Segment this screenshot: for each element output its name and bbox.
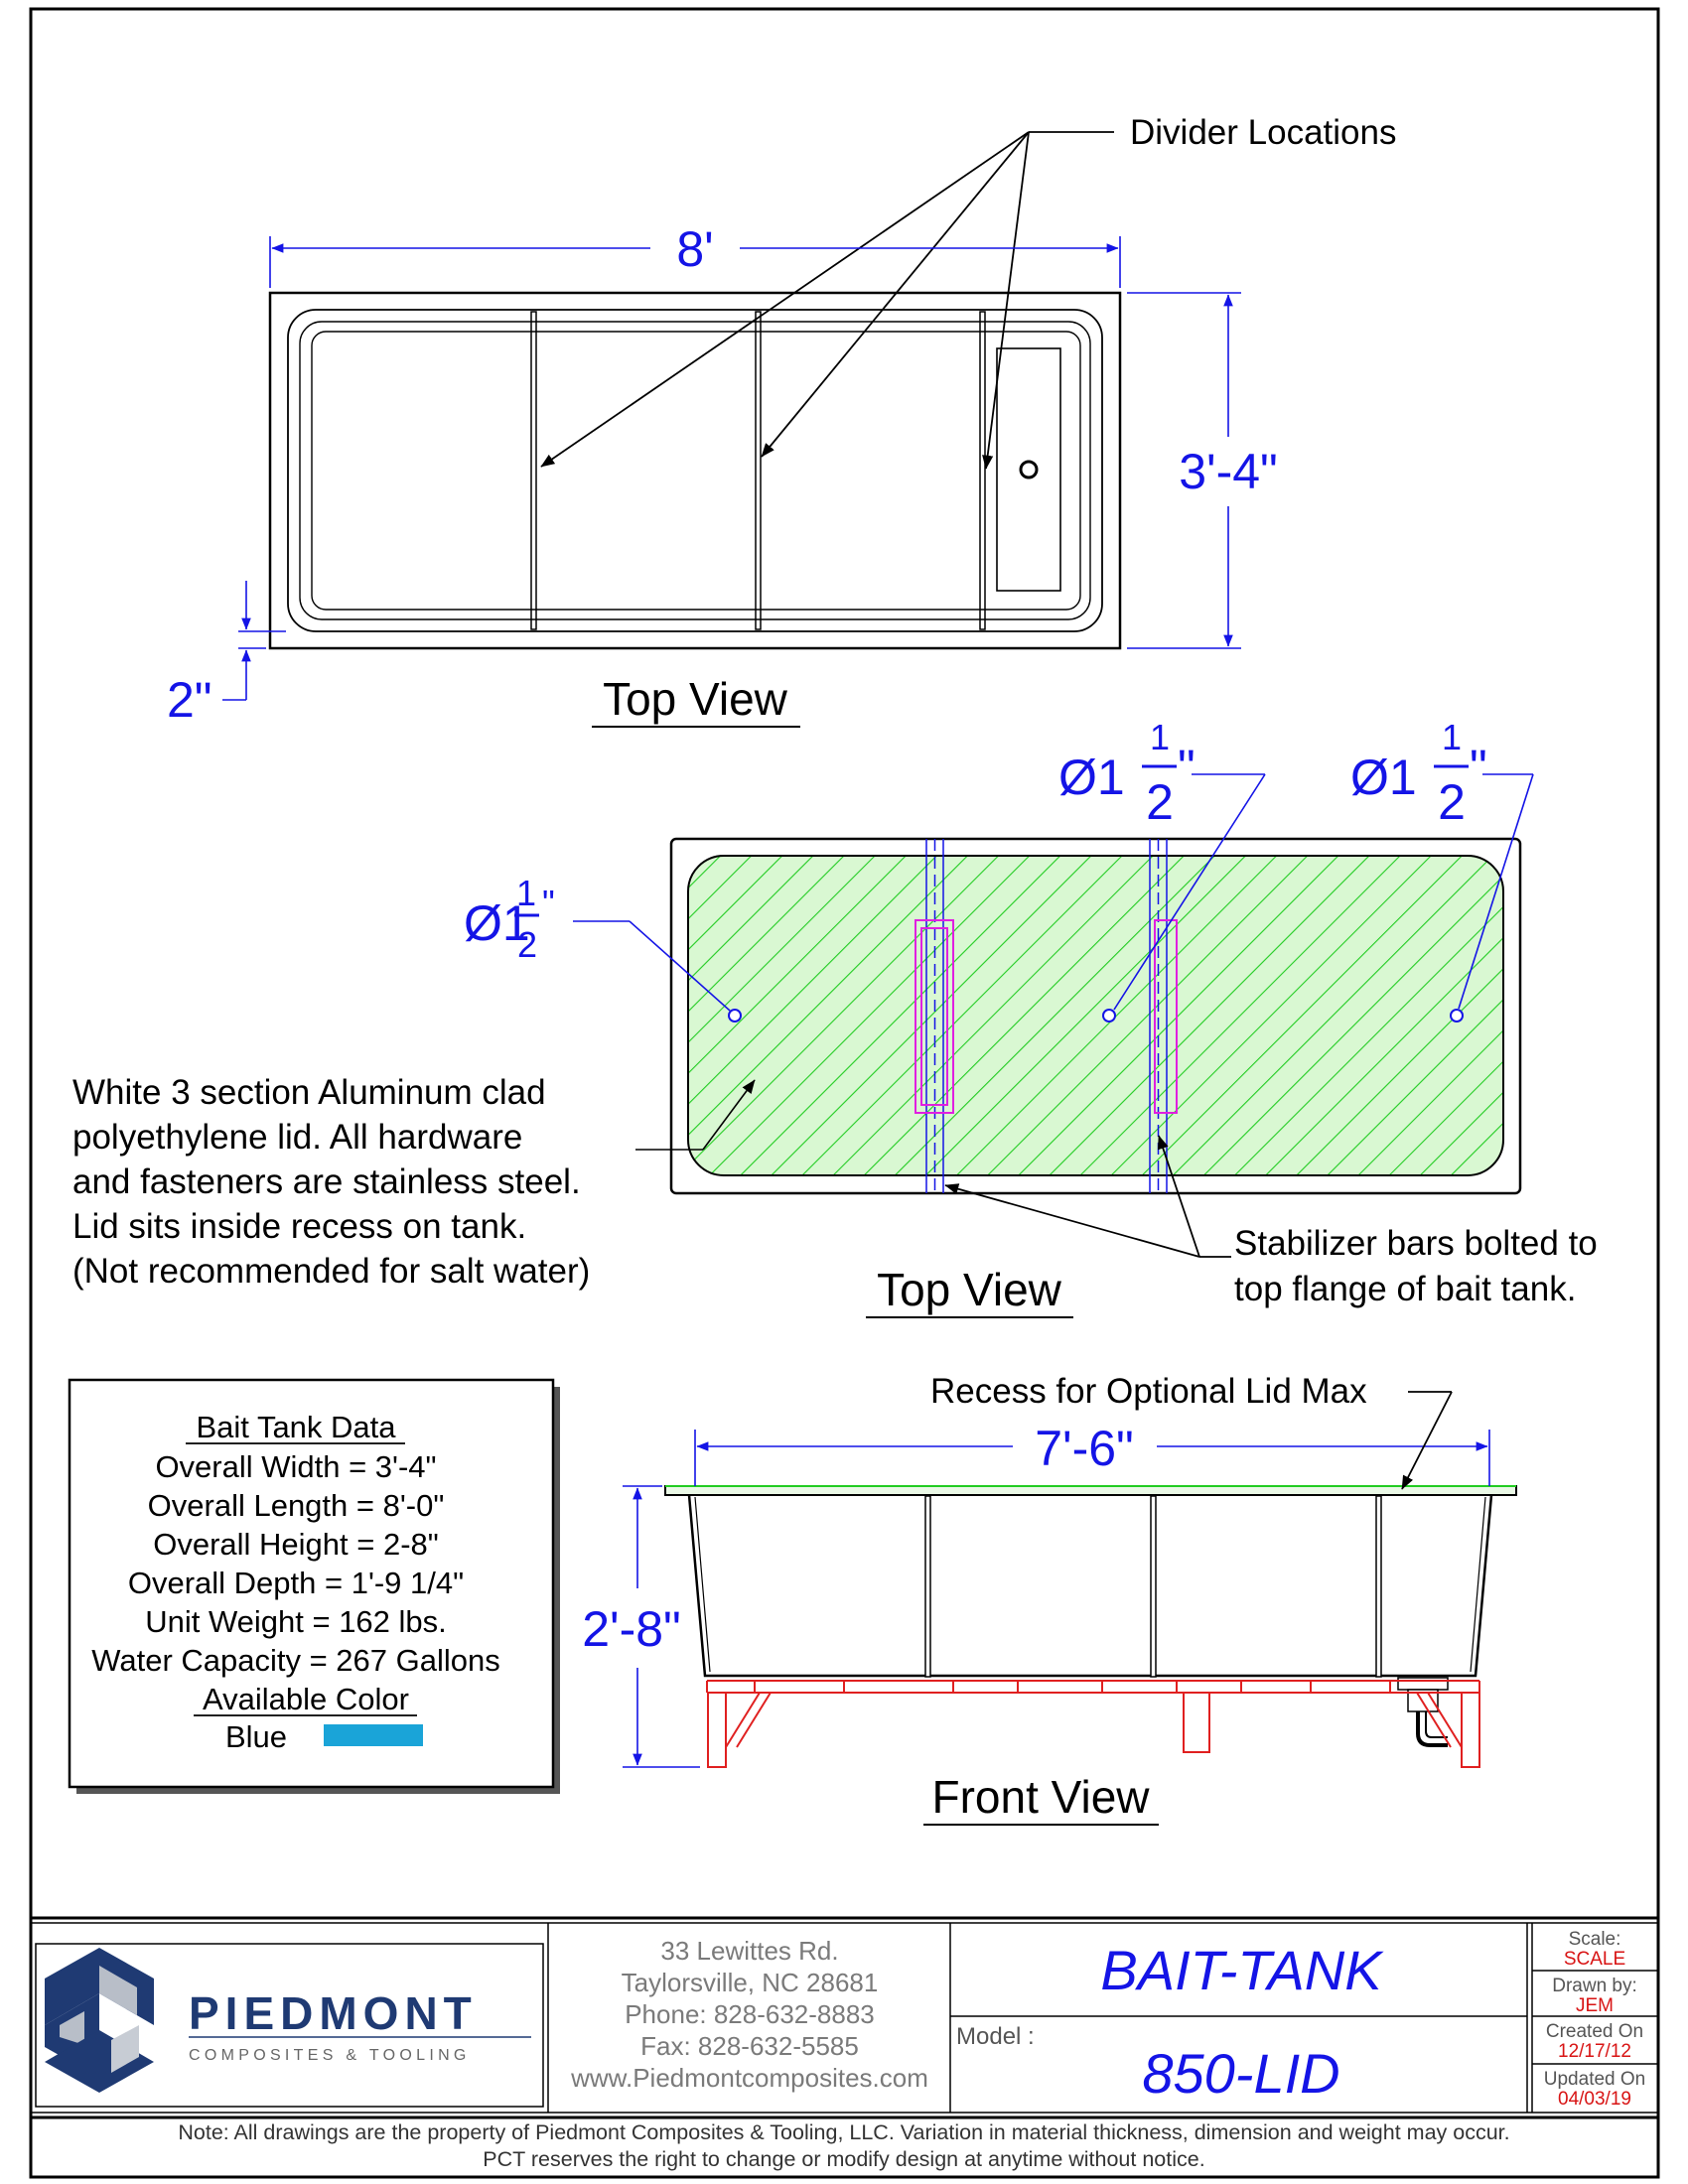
hole-dim-left: Ø1 1 2 " [464,873,555,965]
company-address: 33 Lewittes Rd. Taylorsville, NC 28681 P… [570,1936,928,2093]
svg-text:Lid sits inside recess on tank: Lid sits inside recess on tank. [72,1207,526,1246]
pct-logo-icon [45,1948,154,2093]
svg-text:Created On: Created On [1546,2021,1643,2042]
svg-text:Blue: Blue [225,1719,287,1754]
hole-right [1450,1009,1464,1023]
stabilizer-label-2: top flange of bait tank. [1234,1270,1576,1308]
svg-text:Overall Height = 2-8": Overall Height = 2-8" [153,1527,439,1562]
top-view-label: Top View [603,673,788,725]
svg-text:(Not recommended for salt wate: (Not recommended for salt water) [72,1252,590,1291]
hole-leaders [573,773,1534,1012]
stabilizer-leaders [944,1135,1231,1258]
svg-text:Taylorsville, NC 28681: Taylorsville, NC 28681 [622,1968,879,1997]
divider-leaders [540,131,1114,470]
recess-dimension [694,1430,1490,1486]
lid-description: White 3 section Aluminum clad polyethyle… [72,1073,590,1291]
hole-center [1102,1009,1116,1023]
svg-text:polyethylene lid. All hardwar: polyethylene lid. All hardware [72,1118,522,1157]
hole-dim-center: Ø1 1 2 " [1058,717,1196,830]
color-swatch-blue [324,1724,423,1746]
svg-text:Available Color: Available Color [203,1682,409,1716]
svg-text:Drawn by:: Drawn by: [1552,1976,1637,1996]
company-subtitle: COMPOSITES & TOOLING [189,2047,471,2064]
flange-dimension [222,581,286,701]
svg-text:Overall Width = 3'-4": Overall Width = 3'-4" [155,1449,436,1484]
svg-text:Ø1: Ø1 [1350,750,1417,805]
recess-leader [1401,1391,1453,1490]
recess-label: Recess for Optional Lid Max [930,1372,1367,1411]
svg-text:1: 1 [516,873,536,913]
height-dimension [623,1485,700,1768]
svg-text:Overall Length = 8'-0": Overall Length = 8'-0" [148,1488,445,1523]
height-dimension-label: 2'-8" [582,1601,681,1657]
length-dimension [269,236,1121,288]
lid-top-view [669,837,1522,1195]
svg-text:": " [542,883,555,923]
svg-text:Water Capacity = 267 Gallons: Water Capacity = 267 Gallons [91,1643,500,1678]
svg-text:2: 2 [1146,774,1174,830]
drawing-info-cells: Scale: SCALE Drawn by: JEM Created On 12… [1544,1929,1645,2110]
svg-text:Ø1: Ø1 [464,895,530,951]
length-dimension-label: 8' [676,221,713,277]
lid-leader [635,1079,756,1151]
company-name: PIEDMONT [189,1987,478,2039]
svg-text:04/03/19: 04/03/19 [1558,2089,1631,2110]
svg-text:Unit Weight = 162 lbs.: Unit Weight = 162 lbs. [145,1604,447,1639]
svg-text:JEM: JEM [1576,1995,1614,2016]
model-number: 850-LID [1142,2042,1339,2105]
svg-text:Overall Depth = 1'-9 1/4": Overall Depth = 1'-9 1/4" [128,1566,464,1600]
hole-dim-right: Ø1 1 2 " [1350,717,1487,830]
svg-text:and fasteners are stainless st: and fasteners are stainless steel. [72,1162,581,1201]
svg-text:Phone: 828-632-8883: Phone: 828-632-8883 [625,1999,875,2029]
svg-text:": " [1178,740,1196,795]
svg-text:": " [1470,740,1487,795]
model-label: Model : [956,2023,1035,2050]
front-view-tank [664,1485,1517,1747]
footer-note-line-1: Note: All drawings are the property of P… [178,2120,1509,2144]
sheet-border [29,7,1660,2179]
lid-top-view-label: Top View [877,1264,1062,1315]
svg-text:2: 2 [1438,774,1466,830]
svg-text:2: 2 [517,924,537,965]
svg-text:1: 1 [1442,717,1462,757]
footer-note-line-2: PCT reserves the right to change or modi… [483,2147,1204,2171]
svg-text:1: 1 [1150,717,1170,757]
svg-text:33 Lewittes Rd.: 33 Lewittes Rd. [660,1936,838,1966]
stabilizer-bar-2 [1154,919,1178,1114]
width-dimension [1127,292,1241,649]
top-view-tank [268,291,1122,650]
front-view-label: Front View [931,1771,1150,1823]
stabilizer-bar-1 [914,919,954,1114]
hole-left [728,1009,742,1023]
title-block [31,1916,1658,2119]
svg-text:White 3 section Aluminum clad: White 3 section Aluminum clad [72,1073,546,1112]
recess-dimension-label: 7'-6" [1035,1421,1134,1476]
flange-dimension-label: 2" [167,672,212,728]
svg-text:Fax: 828-632-5585: Fax: 828-632-5585 [640,2031,859,2061]
piedmont-logo: PIEDMONT COMPOSITES & TOOLING [45,1948,531,2093]
svg-text:Ø1: Ø1 [1058,750,1125,805]
stabilizer-label-1: Stabilizer bars bolted to [1234,1224,1598,1263]
tank-stand [706,1680,1480,1768]
svg-text:www.Piedmontcomposites.com: www.Piedmontcomposites.com [570,2063,928,2093]
svg-text:SCALE: SCALE [1564,1949,1625,1970]
width-dimension-label: 3'-4" [1179,444,1278,499]
drawing-title: BAIT-TANK [1100,1939,1384,2001]
divider-locations-label: Divider Locations [1130,113,1396,152]
lid-hatch-area [687,855,1504,1176]
svg-text:Bait Tank Data: Bait Tank Data [196,1410,396,1444]
svg-text:Updated On: Updated On [1544,2069,1645,2090]
tank-data-box: Bait Tank Data Overall Width = 3'-4" Ove… [68,1378,560,1794]
svg-text:Scale:: Scale: [1569,1929,1621,1950]
svg-text:12/17/12: 12/17/12 [1558,2041,1631,2062]
